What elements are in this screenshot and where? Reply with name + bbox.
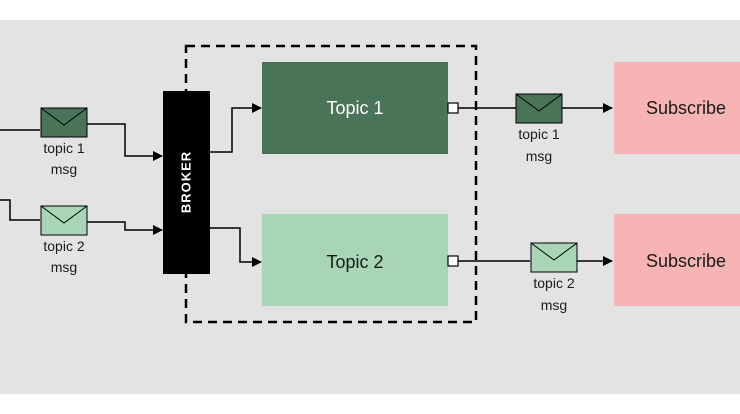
topic-2-box <box>262 214 448 306</box>
outgoing-msg-2-label-line1: topic 2 <box>533 275 574 291</box>
topic-1-box <box>262 62 448 154</box>
incoming-msg-1-label-line1: topic 1 <box>43 140 84 156</box>
outgoing-msg-2-label-line2: msg <box>541 297 567 313</box>
outgoing-msg-1-label-line1: topic 1 <box>518 126 559 142</box>
msg2-to-broker-arrow <box>87 221 163 235</box>
outgoing-msg-2-envelope-icon <box>530 242 578 273</box>
topic-2-label: Topic 2 <box>326 252 383 272</box>
msg1-to-broker-arrow <box>87 123 163 161</box>
incoming-msg-2-label-line2: msg <box>51 259 77 275</box>
outgoing-msg-1-envelope-icon <box>515 93 563 124</box>
topic-2-port <box>447 255 459 267</box>
subscriber-1-box <box>614 62 740 154</box>
subscriber-1-label: Subscribe <box>646 98 726 118</box>
incoming-msg-2-envelope-icon <box>40 205 88 236</box>
subscriber-2-label: Subscribe <box>646 251 726 271</box>
broker-label: BROKER <box>178 151 193 213</box>
broker-to-topic2-arrow <box>210 227 262 267</box>
broker-to-topic1-arrow <box>210 103 262 153</box>
topic-1-port <box>447 102 459 114</box>
subscriber-2-box <box>614 214 740 306</box>
incoming-msg-1-envelope-icon <box>40 107 88 138</box>
incoming-msg-2-label-line1: topic 2 <box>43 238 84 254</box>
incoming-line-2 <box>0 199 40 221</box>
broker-box <box>163 91 210 274</box>
outgoing-msg-1-label-line2: msg <box>526 148 552 164</box>
topic-1-label: Topic 1 <box>326 98 383 118</box>
incoming-msg-1-label-line2: msg <box>51 161 77 177</box>
